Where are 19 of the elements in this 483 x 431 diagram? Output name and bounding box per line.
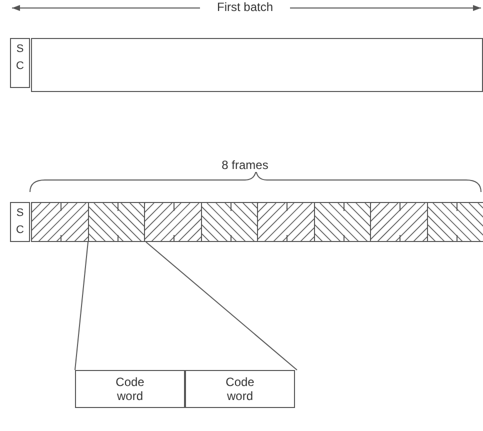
- expansion-line: [74, 242, 88, 370]
- hatched-frame: [427, 202, 483, 242]
- hatched-frame: [144, 202, 202, 242]
- code-word-cell: [185, 370, 295, 408]
- hatched-frame: [31, 202, 89, 242]
- sync-code-cell: [10, 38, 30, 88]
- hatched-frame: [88, 202, 146, 242]
- hatched-frame: [370, 202, 428, 242]
- hatched-frame: [314, 202, 372, 242]
- hatched-frame: [201, 202, 259, 242]
- cell-text: S C: [15, 206, 25, 238]
- batch-body: [31, 38, 483, 92]
- code-word-cell: [75, 370, 185, 408]
- expansion-line: [146, 242, 298, 370]
- code-word-pair: [75, 370, 297, 410]
- cell-text: Code word: [114, 375, 146, 403]
- hatched-frame: [257, 202, 315, 242]
- cell-text: Code word: [224, 375, 256, 403]
- cell-text: S C: [15, 42, 25, 74]
